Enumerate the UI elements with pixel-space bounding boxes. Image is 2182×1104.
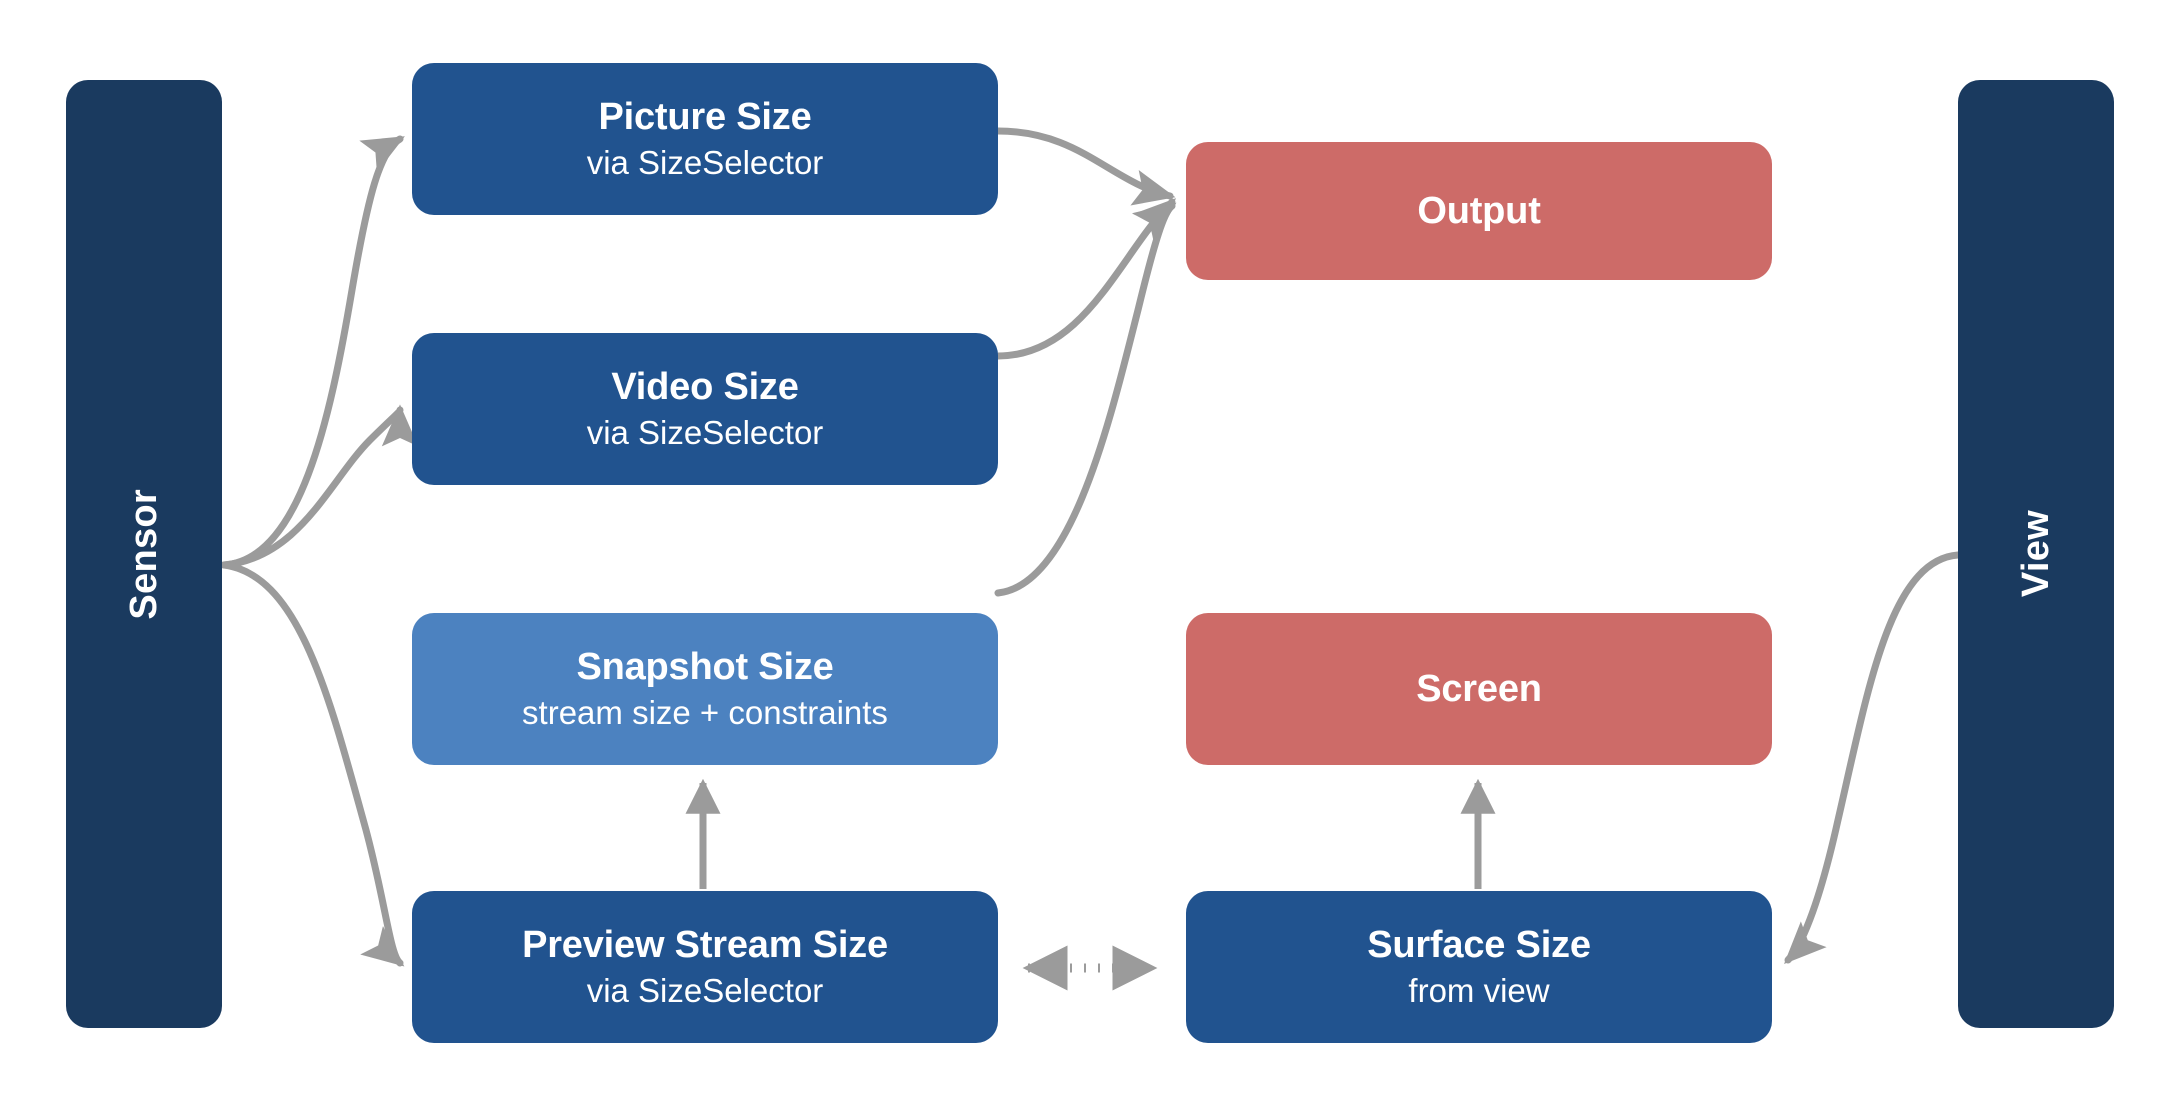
node-output-title: Output [1417,189,1541,232]
node-preview-stream-size-title: Preview Stream Size [522,923,888,966]
lane-view-label: View [2014,510,2057,598]
node-snapshot-size-subtitle: stream size + constraints [522,694,888,732]
lane-view[interactable]: View [1958,80,2114,1028]
node-video-size-title: Video Size [611,365,799,408]
node-screen[interactable]: Screen [1186,613,1772,765]
node-preview-stream-size-subtitle: via SizeSelector [586,972,824,1010]
node-picture-size-title: Picture Size [598,95,812,138]
node-video-size[interactable]: Video Size via SizeSelector [412,333,998,485]
node-snapshot-size[interactable]: Snapshot Size stream size + constraints [412,613,998,765]
node-video-size-subtitle: via SizeSelector [586,414,824,452]
node-output[interactable]: Output [1186,142,1772,280]
lane-sensor[interactable]: Sensor [66,80,222,1028]
edge-picture-size-to-output [994,127,1176,206]
lane-sensor-label: Sensor [122,488,165,620]
edge-sensor-to-picture-size [220,135,405,569]
edge-sensor-to-preview-stream-size [220,561,405,967]
node-snapshot-size-title: Snapshot Size [576,645,834,688]
edge-video-size-to-output [994,198,1177,360]
edge-sensor-to-video-size [220,404,419,569]
node-preview-stream-size[interactable]: Preview Stream Size via SizeSelector [412,891,998,1043]
node-surface-size-subtitle: from view [1408,972,1550,1010]
node-surface-size[interactable]: Surface Size from view [1186,891,1772,1043]
edge-snapshot-size-to-output [994,202,1177,597]
node-screen-title: Screen [1416,667,1542,710]
node-surface-size-title: Surface Size [1367,923,1591,966]
node-picture-size-subtitle: via SizeSelector [586,144,824,182]
edge-view-to-surface-size [1784,551,1962,964]
node-picture-size[interactable]: Picture Size via SizeSelector [412,63,998,215]
